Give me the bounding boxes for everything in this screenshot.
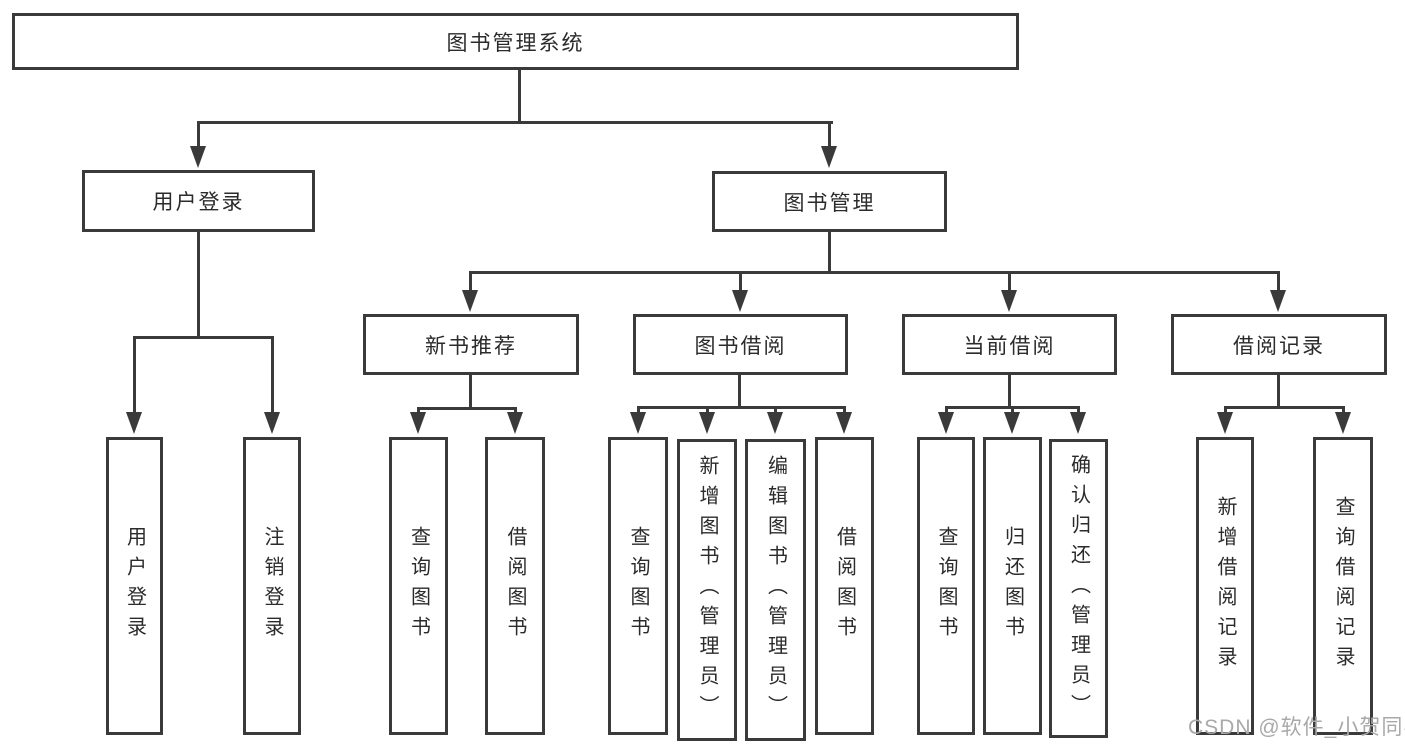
leaf-confirm-return-admin: 确认归还（管理员） xyxy=(1049,439,1108,738)
arrow-to-query-books-borrowing-icon xyxy=(630,406,646,434)
arrow-to-query-books-recommend-icon xyxy=(410,407,426,434)
arrow-to-new-book-recommendation-icon xyxy=(462,271,478,312)
connector-borrowing-hline xyxy=(637,406,846,409)
connector-root-vline xyxy=(518,70,521,123)
connector-records-hline xyxy=(1224,406,1344,409)
node-current-borrowing: 当前借阅 xyxy=(902,314,1117,375)
arrow-to-borrowing-records-icon xyxy=(1270,271,1286,312)
watermark: CSDN @软件_小贺同学 xyxy=(1188,716,1405,739)
node-library-management-system: 图书管理系统 xyxy=(12,13,1019,70)
arrow-to-add-borrow-record-icon xyxy=(1217,406,1233,434)
leaf-query-books-borrowing: 查询图书 xyxy=(608,437,668,735)
connector-book-mgmt-vline xyxy=(828,232,831,273)
arrow-to-query-borrow-record-icon xyxy=(1335,406,1351,434)
leaf-return-books: 归还图书 xyxy=(983,437,1042,735)
arrow-to-confirm-return-admin-icon xyxy=(1070,406,1086,434)
arrow-to-add-books-admin-icon xyxy=(699,406,715,434)
connector-borrowing-vline xyxy=(738,375,741,408)
node-borrowing-records: 借阅记录 xyxy=(1171,314,1387,375)
leaf-borrow-books-borrowing: 借阅图书 xyxy=(815,437,874,735)
leaf-query-books-recommend: 查询图书 xyxy=(389,437,448,735)
connector-recommend-hline xyxy=(417,407,517,410)
connector-records-vline xyxy=(1277,375,1280,408)
node-user-login-module: 用户登录 xyxy=(82,170,315,232)
arrow-to-book-management-module-icon xyxy=(821,121,837,168)
node-new-book-recommendation: 新书推荐 xyxy=(363,314,579,375)
arrow-to-borrow-books-recommend-icon xyxy=(507,407,523,434)
leaf-add-borrow-record: 新增借阅记录 xyxy=(1196,437,1254,735)
arrow-to-leaf-logout-icon xyxy=(264,336,280,434)
connector-level1-hline xyxy=(197,121,833,124)
leaf-add-books-admin: 新增图书（管理员） xyxy=(677,439,737,741)
node-book-management-module: 图书管理 xyxy=(712,171,947,232)
connector-current-vline xyxy=(1008,375,1011,408)
arrow-to-borrow-books-borrowing-icon xyxy=(836,406,852,434)
arrow-to-query-books-current-icon xyxy=(938,406,954,434)
arrow-to-book-borrowing-icon xyxy=(732,271,748,312)
arrow-to-return-books-icon xyxy=(1004,406,1020,434)
arrow-to-current-borrowing-icon xyxy=(1001,271,1017,312)
arrow-to-user-login-module-icon xyxy=(190,121,206,168)
leaf-query-borrow-record: 查询借阅记录 xyxy=(1313,437,1373,735)
leaf-edit-books-admin: 编辑图书（管理员） xyxy=(745,439,806,741)
leaf-query-books-current: 查询图书 xyxy=(917,437,975,735)
leaf-borrow-books-recommend: 借阅图书 xyxy=(485,437,545,735)
leaf-logout-login: 注销登录 xyxy=(243,437,301,735)
connector-user-login-hline xyxy=(133,336,274,339)
connector-level3-hline xyxy=(469,271,1280,274)
arrow-to-edit-books-admin-icon xyxy=(767,406,783,434)
node-book-borrowing: 图书借阅 xyxy=(633,314,848,375)
connector-recommend-vline xyxy=(469,375,472,409)
arrow-to-leaf-user-login-icon xyxy=(126,336,142,434)
leaf-user-login: 用户登录 xyxy=(106,437,163,735)
connector-user-login-vline xyxy=(197,232,200,338)
